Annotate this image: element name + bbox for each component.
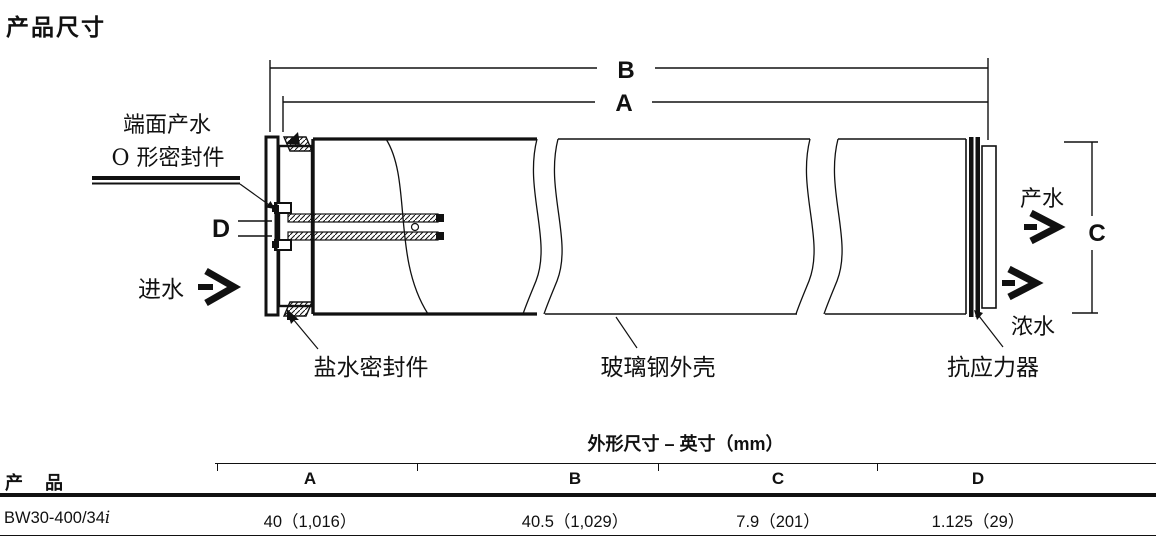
- table-header-a: A: [303, 469, 317, 488]
- dimension-c: [1064, 141, 1098, 314]
- label-concentrate: 浓水: [1011, 315, 1055, 340]
- feed-arrow-icon: [198, 267, 242, 307]
- break-wave-2a: [795, 138, 815, 315]
- permeate-tube: [287, 213, 444, 241]
- table-header-b: B: [568, 469, 582, 488]
- end-face-oring-part: [272, 205, 279, 212]
- break-wave-2b: [823, 138, 843, 315]
- label-shell: 玻璃钢外壳: [601, 355, 716, 381]
- label-end-face-oring-line2: O 形密封件: [111, 146, 224, 171]
- end-face-oring-leader: [92, 176, 275, 209]
- top-seal: [282, 132, 314, 152]
- brine-seal-part: [282, 301, 314, 320]
- label-anti-telescoping: 抗应力器: [947, 355, 1039, 381]
- product-name-suffix: i: [104, 508, 111, 527]
- dimension-d-leaders: [238, 220, 272, 237]
- shell-leader: [615, 316, 638, 349]
- table-col-tick: [217, 463, 219, 471]
- table-header-rule: [0, 493, 1156, 497]
- table-cell-d: 1.125（29）: [931, 513, 1025, 531]
- table-col-tick: [658, 463, 660, 471]
- label-brine-seal: 盐水密封件: [314, 355, 429, 381]
- page-title: 产品尺寸: [6, 14, 106, 41]
- membrane-element-diagram: B A: [92, 57, 1106, 381]
- table-bottom-rule: [0, 535, 1156, 537]
- break-wave-1b: [543, 138, 563, 315]
- atd-leader: [974, 310, 1004, 348]
- dim-label-c: C: [1088, 220, 1105, 247]
- table-header-d: D: [971, 469, 985, 488]
- dim-label-d: D: [212, 215, 230, 243]
- permeate-arrow-icon: [1024, 209, 1066, 245]
- label-end-face-oring-line1: 端面产水: [123, 113, 211, 138]
- dimension-a: [282, 96, 988, 132]
- label-permeate: 产水: [1020, 187, 1064, 212]
- table-col-tick: [877, 463, 879, 471]
- end-cap-cross-section: [264, 132, 444, 320]
- table-header-c: C: [771, 469, 785, 488]
- table-col-tick: [417, 463, 419, 471]
- dim-label-a: A: [615, 90, 632, 117]
- fiberglass-shell-body: [313, 137, 966, 316]
- table-cell-b: 40.5（1,029）: [521, 513, 629, 531]
- permeate-port: [272, 202, 292, 251]
- break-wave-1a: [522, 138, 542, 315]
- shell-transition-curve: [385, 138, 429, 315]
- table-cell-c: 7.9（201）: [736, 513, 820, 531]
- table-cell-a: 40（1,016）: [263, 513, 357, 531]
- product-name: BW30-400/34: [4, 509, 105, 527]
- dim-label-b: B: [617, 57, 634, 84]
- table-span-rule: [215, 463, 1156, 465]
- brine-seal-leader: [288, 314, 319, 350]
- table-product-header: 产 品: [5, 473, 65, 494]
- table-span-header: 外形尺寸 – 英寸（mm）: [587, 434, 784, 454]
- anti-telescoping-device: [965, 137, 997, 317]
- label-feed: 进水: [138, 277, 184, 303]
- table-row-product: BW30-400/34i: [4, 508, 110, 528]
- dimension-b: [269, 58, 989, 140]
- concentrate-arrow-icon: [1002, 265, 1044, 301]
